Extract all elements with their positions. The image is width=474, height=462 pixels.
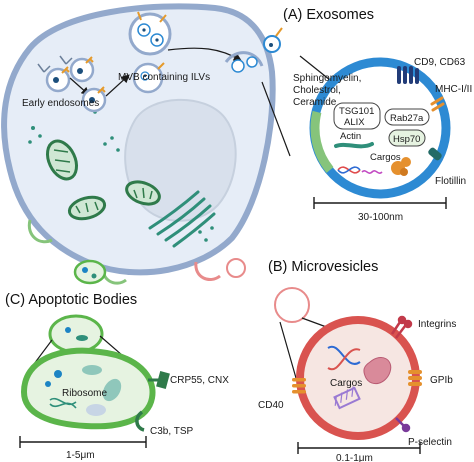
- zoom-line: [33, 339, 53, 365]
- tsg101-label: TSG101: [339, 106, 374, 117]
- released-microvesicle: [226, 258, 246, 278]
- organelle-fragments: [45, 365, 122, 416]
- apoptotic-body-panel: (C) Apoptotic Bodies Ribosome CRP55, CNX: [5, 292, 229, 461]
- cd9-cd63-label: CD9, CD63: [414, 57, 466, 68]
- lipid-line-1: Sphingomyelin,: [293, 73, 361, 84]
- hsp70-box: [388, 129, 426, 147]
- tsg101-alix-box: [333, 102, 381, 130]
- released-exosome: [263, 27, 283, 53]
- zoom-line: [299, 55, 331, 81]
- exosome-scale-bar: [313, 197, 447, 209]
- cd9-cd63-protein-icon: [397, 66, 419, 84]
- integrin-protein-icon: [390, 315, 413, 339]
- multivesicular-body: [132, 62, 165, 94]
- mhc-protein-icon: [430, 96, 445, 112]
- protein-cargo-icon: [391, 157, 411, 176]
- multivesicular-body: [128, 11, 172, 56]
- mvb-label: MVB containing ILVs: [118, 72, 210, 83]
- early-endosome: [69, 56, 95, 83]
- c3b-protein-icon: [135, 410, 145, 432]
- zoom-line: [279, 321, 297, 379]
- microvesicle-scale-bar: [297, 442, 421, 454]
- c3b-label: C3b, TSP: [150, 426, 193, 437]
- microvesicles-title: (B) Microvesicles: [268, 259, 378, 275]
- ribosome-label: Ribosome: [62, 388, 107, 399]
- early-endosome: [45, 66, 71, 93]
- released-apoptotic-body: [73, 259, 107, 285]
- microvesicle-panel: (B) Microvesicles Integrins GPIb P-selec…: [258, 259, 456, 462]
- p-selectin-label: P-selectin: [408, 437, 452, 448]
- parent-cell: Early endosomes MVB containing ILVs: [1, 3, 283, 285]
- exosome-body: [310, 58, 450, 198]
- apoptotic-size-label: 1-5μm: [66, 450, 95, 461]
- actin-label: Actin: [340, 131, 361, 142]
- mitochondrion: [125, 180, 161, 206]
- cargos-label-mv: Cargos: [330, 378, 362, 389]
- exosomes-title: (A) Exosomes: [283, 7, 374, 23]
- rab27a-box: [384, 108, 430, 126]
- rna-icon: [333, 386, 361, 410]
- golgi-apparatus: [148, 190, 216, 248]
- early-endosome: [81, 86, 107, 113]
- integrins-label: Integrins: [418, 319, 456, 330]
- mitochondrion: [67, 195, 107, 221]
- mhc-label: MHC-I/II: [435, 84, 472, 95]
- apoptotic-body: [20, 347, 156, 430]
- cd40-label: CD40: [258, 400, 284, 411]
- exosome-panel: (A) Exosomes Sphingomyelin, Cholestrol, …: [261, 7, 472, 223]
- dna-icon: [337, 166, 383, 174]
- apoptotic-scale-bar: [19, 436, 147, 448]
- rab27a-label: Rab27a: [390, 113, 424, 124]
- early-endosomes-label: Early endosomes: [22, 98, 99, 109]
- arrow: [167, 47, 243, 62]
- dna-icon: [327, 345, 361, 371]
- lipid-raft: [310, 110, 334, 173]
- arrow: [105, 74, 130, 97]
- cargos-label: Cargos: [370, 152, 401, 163]
- gpib-label: GPIb: [430, 375, 453, 386]
- microvesicle-size-label: 0.1-1μm: [336, 453, 373, 462]
- alix-label: ALIX: [344, 117, 365, 128]
- arrow: [69, 77, 90, 96]
- crp55-protein-icon: [148, 370, 170, 390]
- cd40-protein-icon: [292, 378, 306, 394]
- actin-filament: [334, 142, 374, 149]
- hsp70-label: Hsp70: [393, 134, 420, 145]
- microvesicle-small: [274, 287, 310, 323]
- gpib-protein-icon: [408, 370, 422, 386]
- mitochondrion: [45, 139, 79, 181]
- lipid-line-3: Ceramide: [293, 97, 337, 108]
- exosome-size-label: 30-100nm: [358, 212, 403, 223]
- p-selectin-protein-icon: [395, 417, 411, 433]
- flotillin-label: Flotillin: [435, 176, 466, 187]
- apoptotic-body-small: [48, 314, 104, 354]
- protein-cargo-icon: [363, 357, 392, 385]
- crp55-label: CRP55, CNX: [170, 375, 229, 386]
- exosome-budding: [224, 51, 264, 73]
- lipid-line-2: Cholestrol,: [293, 85, 341, 96]
- zoom-line: [261, 81, 291, 157]
- apoptotic-bodies-title: (C) Apoptotic Bodies: [5, 292, 137, 308]
- membrane-bleb: [194, 261, 221, 281]
- cytoplasm-granules: [28, 110, 214, 242]
- flotillin-protein-icon: [428, 147, 442, 161]
- receptor-icon: [37, 55, 73, 73]
